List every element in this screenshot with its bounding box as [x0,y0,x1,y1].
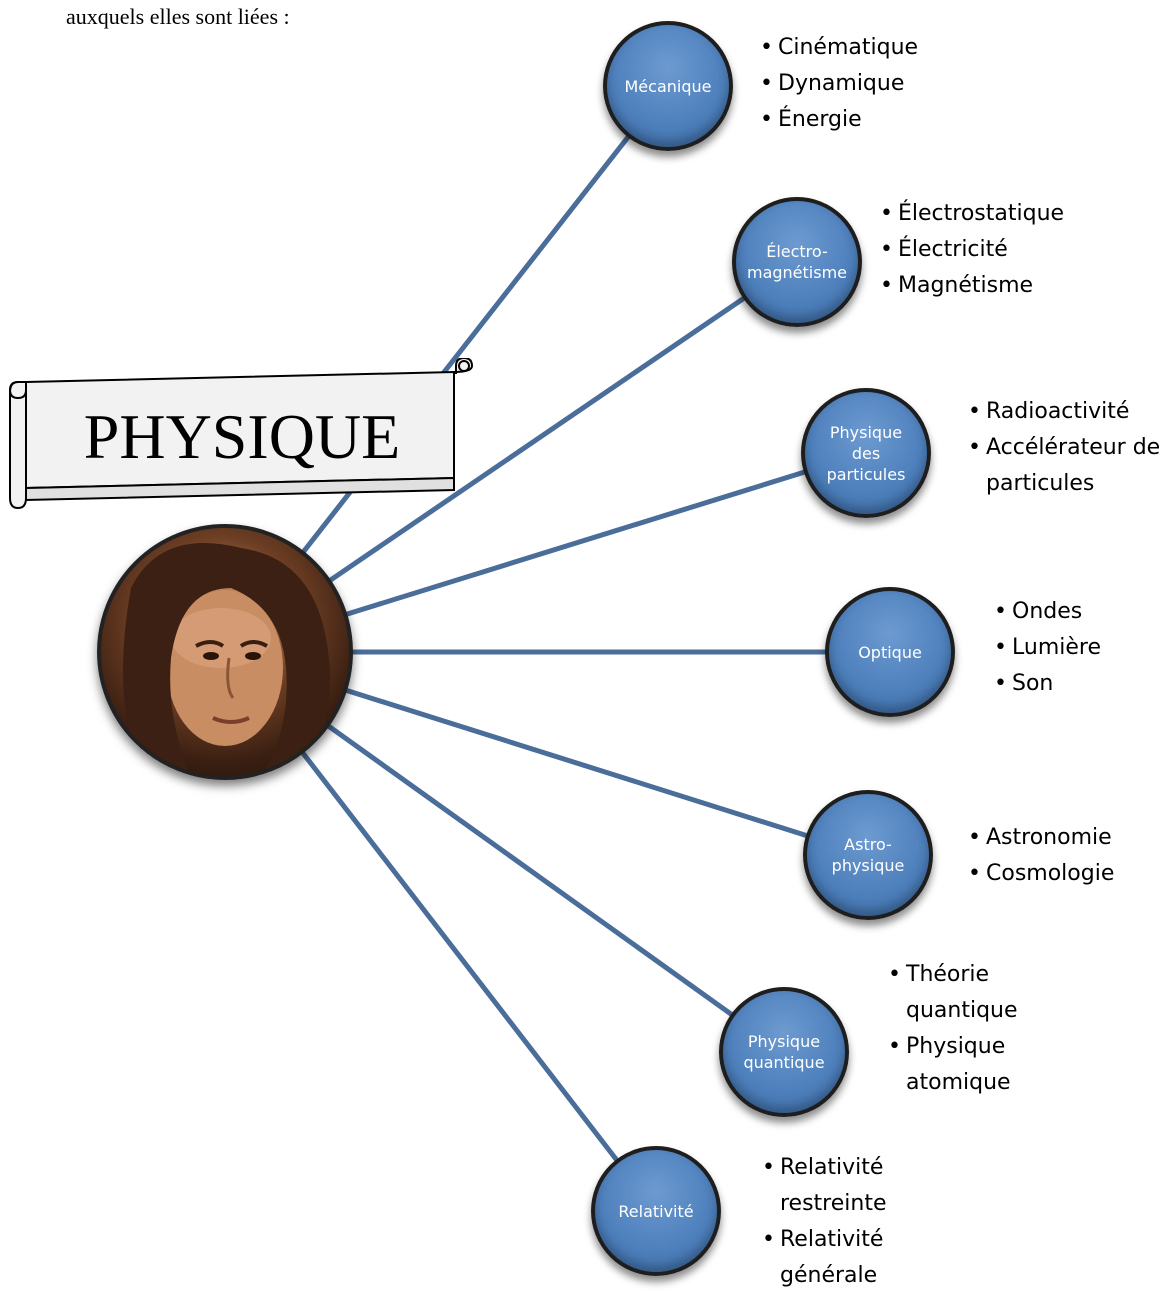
center-title: PHYSIQUE [84,401,400,472]
branch-label: Optique [858,642,922,662]
topic-item: Électrostatique [880,196,1064,232]
branch-node: Optique [825,587,955,717]
branch-label: Astro- physique [831,835,905,875]
branch-node: Physique quantique [719,987,849,1117]
topic-list: CinématiqueDynamiqueÉnergie [760,30,918,138]
intro-text: auxquels elles sont liées : [66,4,290,29]
topic-item: Accélérateur de particules [968,430,1160,502]
topic-item: Dynamique [760,66,918,102]
branch-label: Physique des particules [826,422,906,484]
title-banner: PHYSIQUE [8,358,474,510]
branch-node: Mécanique [603,21,733,151]
topic-list: OndesLumièreSon [994,594,1101,702]
topic-item: Ondes [994,594,1101,630]
branch-node: Physique des particules [801,388,931,518]
topic-list: Relativité restreinteRelativité générale [762,1150,887,1294]
topic-item: Astronomie [968,820,1114,856]
portrait-icon [97,524,353,780]
topic-item: Radioactivité [968,394,1160,430]
branch-node: Astro- physique [803,790,933,920]
branch-label: Mécanique [624,76,712,96]
topic-list: ÉlectrostatiqueÉlectricitéMagnétisme [880,196,1064,304]
topic-item: Relativité restreinte [762,1150,887,1222]
topic-item: Lumière [994,630,1101,666]
topic-item: Son [994,666,1101,702]
branch-node: Électro- magnétisme [732,197,862,327]
branch-label: Physique quantique [743,1032,825,1072]
topic-item: Magnétisme [880,268,1064,304]
topic-item: Énergie [760,102,918,138]
topic-item: Électricité [880,232,1064,268]
topic-item: Cinématique [760,30,918,66]
branch-label: Électro- magnétisme [746,242,847,282]
topic-item: Relativité générale [762,1222,887,1294]
topic-item: Cosmologie [968,856,1114,892]
branch-label: Relativité [618,1201,694,1221]
topic-list: RadioactivitéAccélérateur de particules [968,394,1160,502]
topic-item: Physique atomique [888,1029,1018,1101]
branch-node: Relativité [591,1146,721,1276]
topic-item: Théorie quantique [888,957,1018,1029]
topic-list: Théorie quantiquePhysique atomique [888,957,1018,1101]
topic-list: AstronomieCosmologie [968,820,1114,892]
